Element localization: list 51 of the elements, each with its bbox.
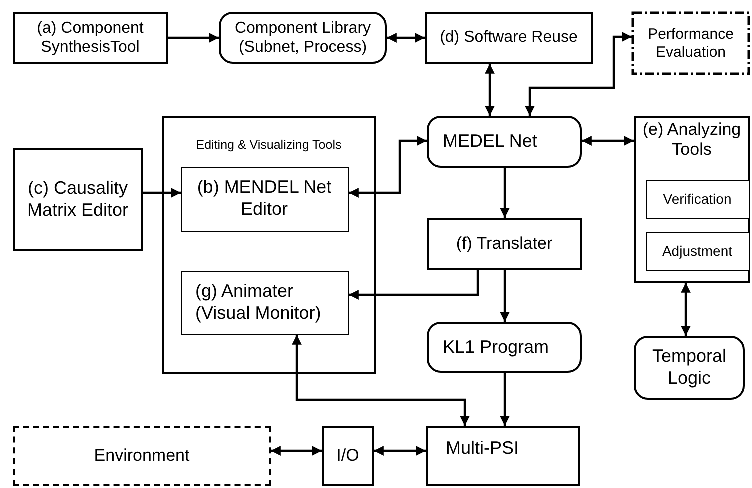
node-label: KL1 Program <box>443 336 550 358</box>
arrow <box>168 33 219 43</box>
node-label: MEDEL Net <box>443 131 538 153</box>
node-label: I/O <box>336 446 360 466</box>
arrow <box>485 64 495 116</box>
node-label: Multi-PSI <box>446 438 520 460</box>
process-box <box>13 12 168 64</box>
node-label: (d) Software Reuse <box>440 28 578 48</box>
group-heading: Editing & Visualizing Tools <box>196 138 342 153</box>
process-box <box>427 218 582 270</box>
node-label: (g) Animater (Visual Monitor) <box>196 280 322 324</box>
process-box <box>180 270 348 334</box>
group-heading: (e) Analyzing Tools <box>642 120 742 161</box>
arrow <box>349 136 427 198</box>
arrow <box>271 446 322 456</box>
node-label: (b) MENDEL Net Editor <box>196 177 333 221</box>
arrow <box>387 33 425 43</box>
process-box <box>646 232 750 270</box>
node-label: (c) Causality Matrix Editor <box>26 178 130 222</box>
node-label: Temporal Logic <box>651 346 728 390</box>
external-box <box>632 12 750 75</box>
external-box <box>13 426 271 486</box>
arrow <box>582 136 634 146</box>
arrow <box>500 373 510 426</box>
process-box <box>426 426 580 486</box>
node-label: (f) Translater <box>456 234 553 254</box>
group-panel <box>634 116 750 283</box>
arrow <box>525 32 632 116</box>
node-label: Environment <box>94 446 190 466</box>
rounded-box <box>427 322 582 373</box>
process-box <box>180 166 348 232</box>
node-label: Performance Evaluation <box>647 26 735 62</box>
group-panel <box>162 116 376 374</box>
arrow <box>681 283 691 336</box>
rounded-box <box>634 336 745 400</box>
arrow <box>143 188 181 198</box>
arrow <box>374 446 426 456</box>
node-label: Adjustment <box>662 242 733 260</box>
process-box <box>425 12 593 64</box>
node-label: (a) Component SynthesisTool <box>36 18 145 58</box>
process-box <box>322 426 374 486</box>
arrow <box>349 270 480 300</box>
rounded-box <box>219 12 387 64</box>
node-label: Verification <box>663 190 732 208</box>
node-label: Component Library (Subnet, Process) <box>234 18 372 58</box>
process-box <box>646 180 750 218</box>
arrow <box>500 168 510 218</box>
arrow <box>500 270 510 322</box>
arrow <box>292 335 470 426</box>
rounded-box <box>427 116 582 168</box>
process-box <box>13 148 143 251</box>
